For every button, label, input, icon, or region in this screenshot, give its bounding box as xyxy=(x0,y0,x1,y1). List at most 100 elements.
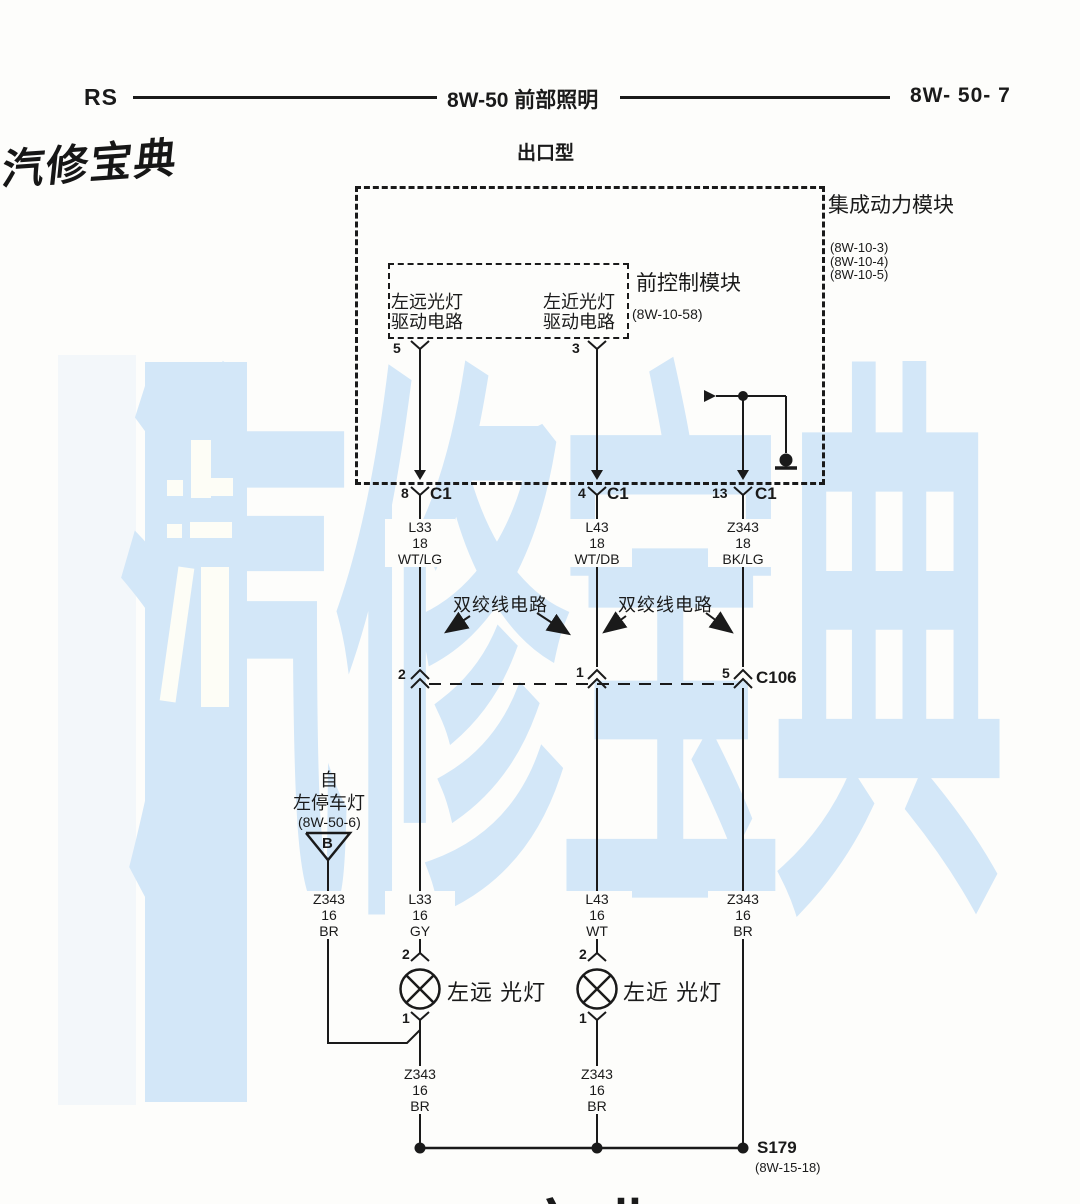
wire-code: L43 xyxy=(585,891,609,907)
twisted-pair-label-2: 双绞线电路 xyxy=(618,595,713,615)
pin-8: 8 xyxy=(401,485,409,501)
integrated-power-module-box xyxy=(355,186,825,485)
watermark-knockout xyxy=(190,522,232,538)
wire-gauge: 16 xyxy=(321,907,337,923)
twisted-arrow-3 xyxy=(602,611,628,634)
pin-2-c106: 2 xyxy=(398,666,406,682)
driver-line: 驱动电路 xyxy=(391,312,463,332)
wire-label-l33-18: L33 18 WT/LG xyxy=(385,519,455,567)
connector-c106: C106 xyxy=(756,668,797,687)
ground-dot xyxy=(779,453,793,467)
wire-color: WT/DB xyxy=(574,551,620,567)
twisted-arrow-1 xyxy=(444,611,471,634)
wire-color: BK/LG xyxy=(722,551,764,567)
twisted-arrow-2 xyxy=(536,612,572,636)
lamp-left-highbeam-symbol xyxy=(399,968,441,1010)
triangle-letter-b: B xyxy=(322,835,333,852)
wire-code: L33 xyxy=(408,519,432,535)
lamp1-pin-2: 2 xyxy=(402,946,410,962)
wire-code: Z343 xyxy=(727,519,759,535)
connector-c1-b: C1 xyxy=(607,484,629,503)
watermark-knockout xyxy=(201,567,229,707)
front-control-module-label: 前控制模块 xyxy=(636,272,741,295)
watermark-giant-text: 汽修宝典 xyxy=(118,334,1005,982)
left-highbeam-driver-circuit-label: 左远光灯 驱动电路 xyxy=(391,292,463,332)
wire-label-l43-16: L43 16 WT xyxy=(562,891,632,939)
splice-s179-label: S179 xyxy=(757,1138,797,1157)
wire-label-z343-16-right: Z343 16 BR xyxy=(708,891,778,939)
wire-color: BR xyxy=(733,923,753,939)
connector-c1-c: C1 xyxy=(755,484,777,503)
wire-gauge: 16 xyxy=(735,907,751,923)
watermark-knockout xyxy=(167,524,182,538)
lamp-x xyxy=(582,974,612,1004)
ipm-ref-3: (8W-10-5) xyxy=(830,267,889,282)
wire-label-l33-16: L33 16 GY xyxy=(385,891,455,939)
pin-5-c106: 5 xyxy=(722,665,730,681)
lamp1-pin-1: 1 xyxy=(402,1010,410,1026)
twisted-pair-label-1: 双绞线电路 xyxy=(453,595,548,615)
wire-code: Z343 xyxy=(581,1066,613,1082)
page-number: 8W- 50- 7 xyxy=(910,84,1011,107)
pin-13: 13 xyxy=(712,485,728,501)
wire-gauge: 18 xyxy=(589,535,605,551)
wire-gauge: 18 xyxy=(735,535,751,551)
wire-gauge: 16 xyxy=(412,1082,428,1098)
c106-connector-b xyxy=(587,668,607,689)
watermark-knockout xyxy=(193,478,233,496)
wire-a-mid xyxy=(410,486,430,667)
wire-color: GY xyxy=(409,923,431,939)
wire-gauge: 16 xyxy=(412,907,428,923)
wire-code: L43 xyxy=(585,519,609,535)
wire-lines xyxy=(305,340,797,1150)
front-control-module-box xyxy=(388,263,629,339)
pin-4: 4 xyxy=(578,485,586,501)
splice-dot-3 xyxy=(737,1142,749,1154)
parking-lamp-page-ref: (8W-50-6) xyxy=(298,814,361,830)
lamp2-pin-1: 1 xyxy=(579,1010,587,1026)
watermark-knockout xyxy=(167,480,183,496)
splice-dot-1 xyxy=(414,1142,426,1154)
wire-color: BR xyxy=(410,1098,430,1114)
fcm-page-ref: (8W-10-58) xyxy=(632,306,703,322)
c1-arrow-a xyxy=(414,470,426,480)
wire-color: WT xyxy=(586,923,608,939)
wire-label-z343-16-lamp2: Z343 16 BR xyxy=(562,1066,632,1114)
wire-color: BR xyxy=(587,1098,607,1114)
from-label: 自 xyxy=(320,770,338,790)
wire-c-mid xyxy=(733,486,753,667)
wire-gauge: 16 xyxy=(589,1082,605,1098)
pin-3: 3 xyxy=(572,340,580,356)
lamp2-pin-2: 2 xyxy=(579,946,587,962)
bottom-watermark-text: 宝典 xyxy=(520,1180,672,1204)
triangle-connector-b xyxy=(305,831,353,862)
header-rule-left xyxy=(133,96,437,99)
wire-label-z343-16-lamp1: Z343 16 BR xyxy=(385,1066,455,1114)
driver-line: 驱动电路 xyxy=(543,312,615,332)
left-lowbeam-driver-circuit-label: 左近光灯 驱动电路 xyxy=(543,292,615,332)
lamp-left-highbeam-name: 左远 光灯 xyxy=(447,980,547,1005)
wire-a-to-lamp xyxy=(410,688,430,962)
left-faint-watermark-strip xyxy=(58,355,136,1105)
page-title: 8W-50 前部照明 xyxy=(447,89,599,112)
splice-dot-2 xyxy=(591,1142,603,1154)
lamp-left-lowbeam-name: 左近 光灯 xyxy=(623,980,723,1005)
pin-1-c106: 1 xyxy=(576,664,584,680)
wire-code: Z343 xyxy=(404,1066,436,1082)
wire-a-top xyxy=(410,340,430,470)
driver-line: 左近光灯 xyxy=(543,292,615,312)
ipm-page-refs: (8W-10-3) (8W-10-4) (8W-10-5) xyxy=(830,241,888,282)
connector-c1-a: C1 xyxy=(430,484,452,503)
c1-arrow-b xyxy=(591,470,603,480)
junction-dot xyxy=(738,391,748,401)
driver-line: 左远光灯 xyxy=(391,292,463,312)
wire-b-to-lamp xyxy=(587,688,607,962)
page-code: RS xyxy=(84,84,118,110)
splice-s179-ref: (8W-15-18) xyxy=(755,1160,821,1175)
watermark-blue-bar xyxy=(145,362,247,1102)
lamp-x xyxy=(405,974,435,1004)
wire-color: WT/LG xyxy=(397,551,443,567)
left-parking-lamp-label: 左停车灯 xyxy=(293,793,365,813)
